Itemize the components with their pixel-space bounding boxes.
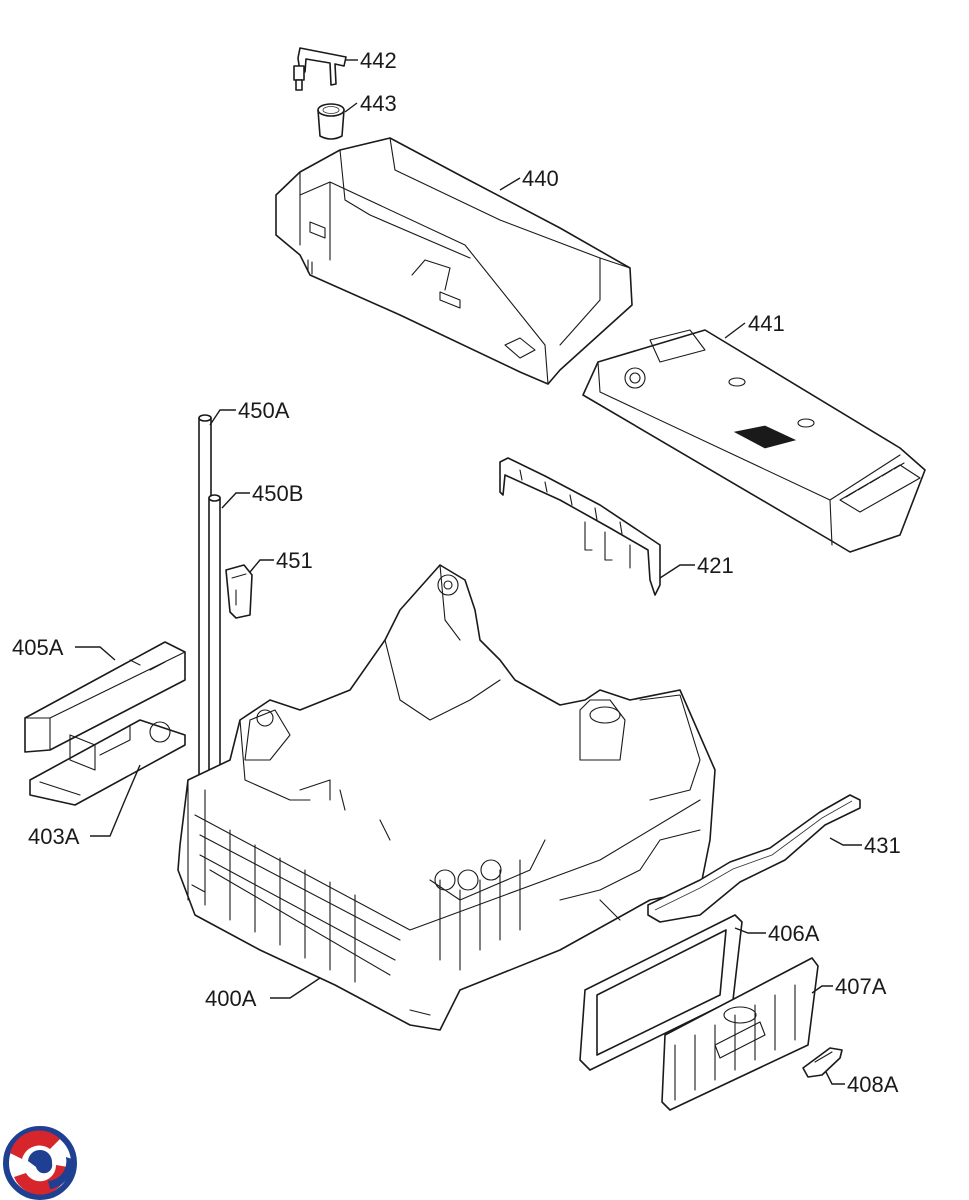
label-451: 451 bbox=[276, 548, 313, 573]
label-450a: 450A bbox=[238, 398, 290, 423]
label-400a: 400A bbox=[205, 986, 257, 1011]
label-440: 440 bbox=[522, 166, 559, 191]
leader-407a bbox=[811, 985, 833, 994]
leader-431 bbox=[829, 837, 862, 846]
part-431-gasket bbox=[647, 794, 861, 923]
part-450b-rod bbox=[208, 494, 221, 789]
part-405a-cover bbox=[24, 641, 186, 753]
leader-450b bbox=[221, 492, 250, 509]
part-400a-main-body bbox=[177, 564, 716, 1031]
label-442: 442 bbox=[360, 48, 397, 73]
label-405a: 405A bbox=[12, 635, 64, 660]
leader-lines bbox=[75, 59, 862, 1085]
label-443: 443 bbox=[360, 91, 397, 116]
leader-405a bbox=[75, 646, 116, 661]
part-451-clip bbox=[225, 564, 253, 619]
part-441-water-tank bbox=[582, 329, 926, 553]
part-442-bracket bbox=[293, 47, 347, 91]
label-450b: 450B bbox=[252, 481, 303, 506]
leader-450a bbox=[209, 409, 236, 426]
part-440-top-housing bbox=[275, 137, 633, 385]
leader-408a bbox=[825, 1071, 845, 1085]
leader-406a bbox=[734, 927, 766, 934]
leader-443 bbox=[344, 102, 358, 113]
label-441: 441 bbox=[748, 311, 785, 336]
leader-400a bbox=[270, 977, 321, 999]
part-421-rail bbox=[499, 457, 661, 596]
leader-451 bbox=[249, 559, 274, 573]
part-443-cup bbox=[317, 103, 345, 140]
leader-403a bbox=[90, 764, 141, 837]
label-403a: 403A bbox=[28, 824, 80, 849]
label-407a: 407A bbox=[835, 974, 887, 999]
leader-421 bbox=[659, 564, 695, 579]
label-406a: 406A bbox=[768, 921, 820, 946]
leader-440 bbox=[499, 177, 521, 191]
part-407a-grille bbox=[661, 957, 819, 1111]
part-403a-base-plate bbox=[29, 719, 186, 806]
part-labels: 442 443 440 441 450A 450B 451 421 405A 4… bbox=[12, 48, 901, 1097]
label-408a: 408A bbox=[847, 1072, 899, 1097]
leader-441 bbox=[724, 322, 746, 339]
label-431: 431 bbox=[864, 833, 901, 858]
label-421: 421 bbox=[697, 553, 734, 578]
swirl-logo-icon bbox=[3, 1126, 77, 1200]
part-408a-clip bbox=[802, 1047, 843, 1078]
